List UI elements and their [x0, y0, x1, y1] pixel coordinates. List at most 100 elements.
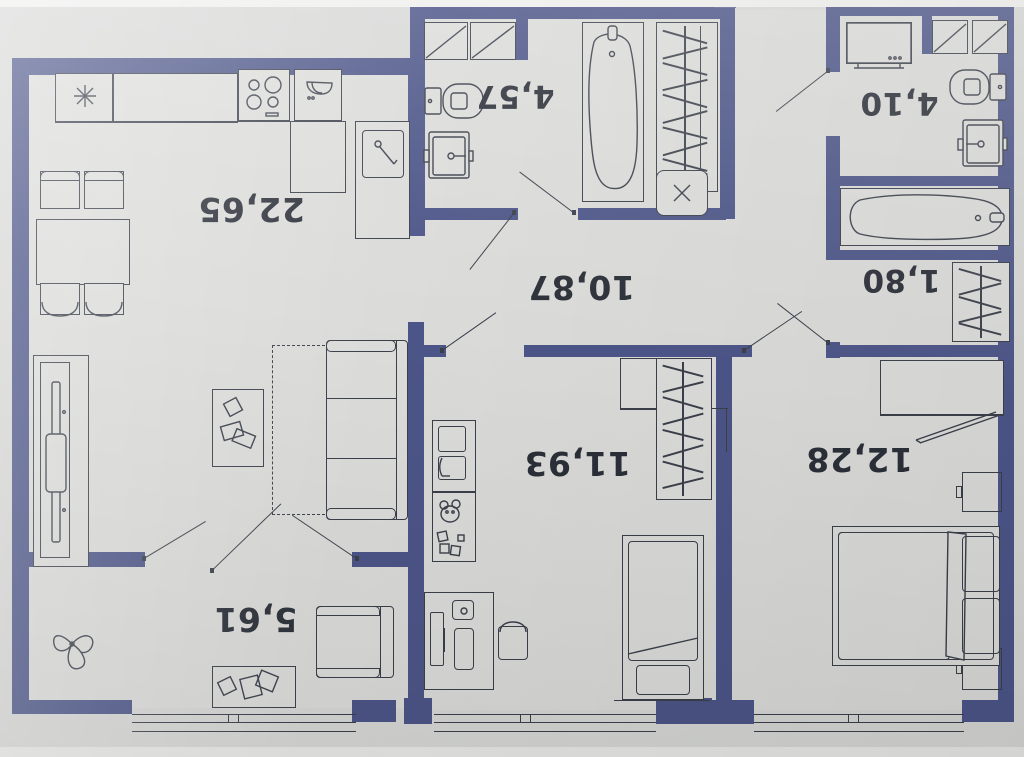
wall-exterior-left: [12, 58, 29, 713]
window-leaf-icon-2: [471, 25, 515, 59]
glazing-line-center-3: [434, 731, 656, 733]
teddy-bear-icon: [439, 499, 461, 523]
snowflake-icon: [74, 85, 96, 107]
area-label-bedroom-master: 12,28: [806, 440, 913, 479]
rug-lower-pattern-icon: [216, 669, 280, 700]
lamp-icon: [439, 457, 450, 477]
glazing-mullion-r2: [858, 714, 860, 723]
shelf-box-2: [438, 456, 466, 480]
wall-living-stub-right: [352, 552, 412, 567]
shelf-edge-line-v: [726, 408, 728, 452]
window-leaf-icon-4: [973, 23, 1007, 53]
glazing-mullion-c1: [520, 714, 522, 723]
kitchen-sink: [362, 130, 404, 178]
wall-hall-bottom: [524, 345, 752, 357]
wall-kitchen-corridor-lower: [408, 322, 424, 714]
wall-bath-left: [516, 18, 528, 60]
desk-master-bedroom: [880, 360, 1004, 416]
desk-monitor-stand: [444, 628, 446, 652]
pillow-left: [962, 536, 1000, 592]
wardrobe-dressing-hangers: [956, 266, 1006, 338]
wall-right-middle-upper: [720, 4, 735, 219]
double-bed-duvet: [838, 532, 950, 660]
sofa-arm-bottom: [326, 508, 396, 520]
wall-bottom-pier-4: [712, 700, 754, 724]
paper-edge-bottom: [0, 747, 1024, 757]
refrigerator: [55, 73, 113, 123]
nightstand-top-handle: [956, 486, 962, 498]
area-label-kitchen: 22,65: [198, 190, 305, 229]
rug-upper-pattern-icon: [219, 396, 257, 450]
blocks-icon: [436, 530, 465, 557]
dining-table: [36, 219, 130, 285]
toilet-icon-master: [949, 69, 1007, 105]
glazing-line-center-2: [434, 722, 656, 724]
faucet-icon: [374, 140, 398, 165]
double-bed-frame: [832, 526, 1000, 666]
cooktop: [238, 69, 290, 121]
kitchen-corner-cabinet: [290, 121, 346, 193]
single-bed: [622, 535, 704, 700]
desk-chair-back-icon: [499, 621, 527, 633]
area-label-hall: 10,87: [528, 268, 635, 307]
dining-chair-1-back: [40, 171, 80, 181]
nightstand-top: [962, 472, 1002, 512]
sofa-cushion-split-2: [326, 458, 396, 460]
wall-bath-master-divider: [826, 176, 1010, 186]
dining-chair-1: [40, 171, 80, 209]
washing-machine: [294, 69, 342, 121]
glazing-line-right-3: [754, 731, 964, 733]
dining-chair-2-back: [84, 171, 124, 181]
area-label-bedroom-small: 11,93: [524, 444, 631, 483]
glazing-mullion-l1: [228, 714, 230, 723]
glazing-mullion-r1: [848, 714, 850, 723]
cooktop-burners-icon: [246, 76, 282, 117]
armchair-arm-bottom: [316, 668, 380, 678]
area-label-bath-master: 4,10: [860, 85, 939, 121]
wall-bath-master-top: [826, 136, 840, 256]
wardrobe-small-bedroom-hangers: [660, 362, 708, 496]
window-leaf-icon-3: [933, 23, 967, 53]
wall-between-bedrooms: [716, 345, 732, 713]
single-bed-duvet-fold: [627, 637, 699, 655]
single-bed-foot-line: [614, 700, 710, 702]
paper-edge-top: [0, 0, 1024, 7]
double-bed-duvet-fold-icon: [945, 531, 967, 661]
glazing-line-left-2: [132, 722, 356, 724]
sofa-arm-top: [326, 340, 396, 352]
dining-chair-3: [40, 283, 80, 315]
washbasin-icon-master: [957, 119, 1008, 167]
tv-icon: [846, 22, 912, 69]
kitchen-counter-run: [113, 73, 238, 123]
sofa-cushion-split-1: [326, 398, 396, 400]
washing-machine-icon: [306, 81, 333, 100]
wall-kitchen-corridor: [408, 58, 424, 176]
window-leaf-icon-1: [425, 25, 467, 59]
wall-left-right-block: [826, 0, 840, 72]
wall-bottom-pier-2: [404, 698, 432, 724]
bathtub-icon-right: [849, 194, 1005, 241]
single-bed-mattress: [628, 541, 698, 661]
dining-chair-3-arc: [41, 301, 79, 317]
rug-lower: [212, 666, 296, 708]
desk-item-2: [454, 628, 474, 670]
desk-item-dot-icon: [460, 607, 468, 615]
wall-bottom-pier-1: [352, 700, 396, 722]
toilet-icon-wc: [424, 83, 484, 119]
desk-small-bedroom: [424, 592, 494, 690]
washbasin-icon-wc: [423, 131, 474, 179]
bathtub-icon-main: [588, 25, 638, 190]
desk-chair: [498, 626, 528, 660]
tv-screen-icon: [45, 381, 67, 543]
sofa-back-line: [396, 340, 398, 520]
area-label-wc: 4,57: [476, 78, 555, 114]
glazing-line-left-1: [132, 714, 356, 716]
dining-chair-4: [84, 283, 124, 315]
sink-cabinet: [355, 121, 410, 239]
area-label-dressing: 1,80: [862, 262, 941, 298]
desk-master-edge: [880, 414, 1004, 416]
armchair-arm-top: [316, 606, 380, 616]
wardrobe-hall-hangers: [660, 26, 712, 188]
